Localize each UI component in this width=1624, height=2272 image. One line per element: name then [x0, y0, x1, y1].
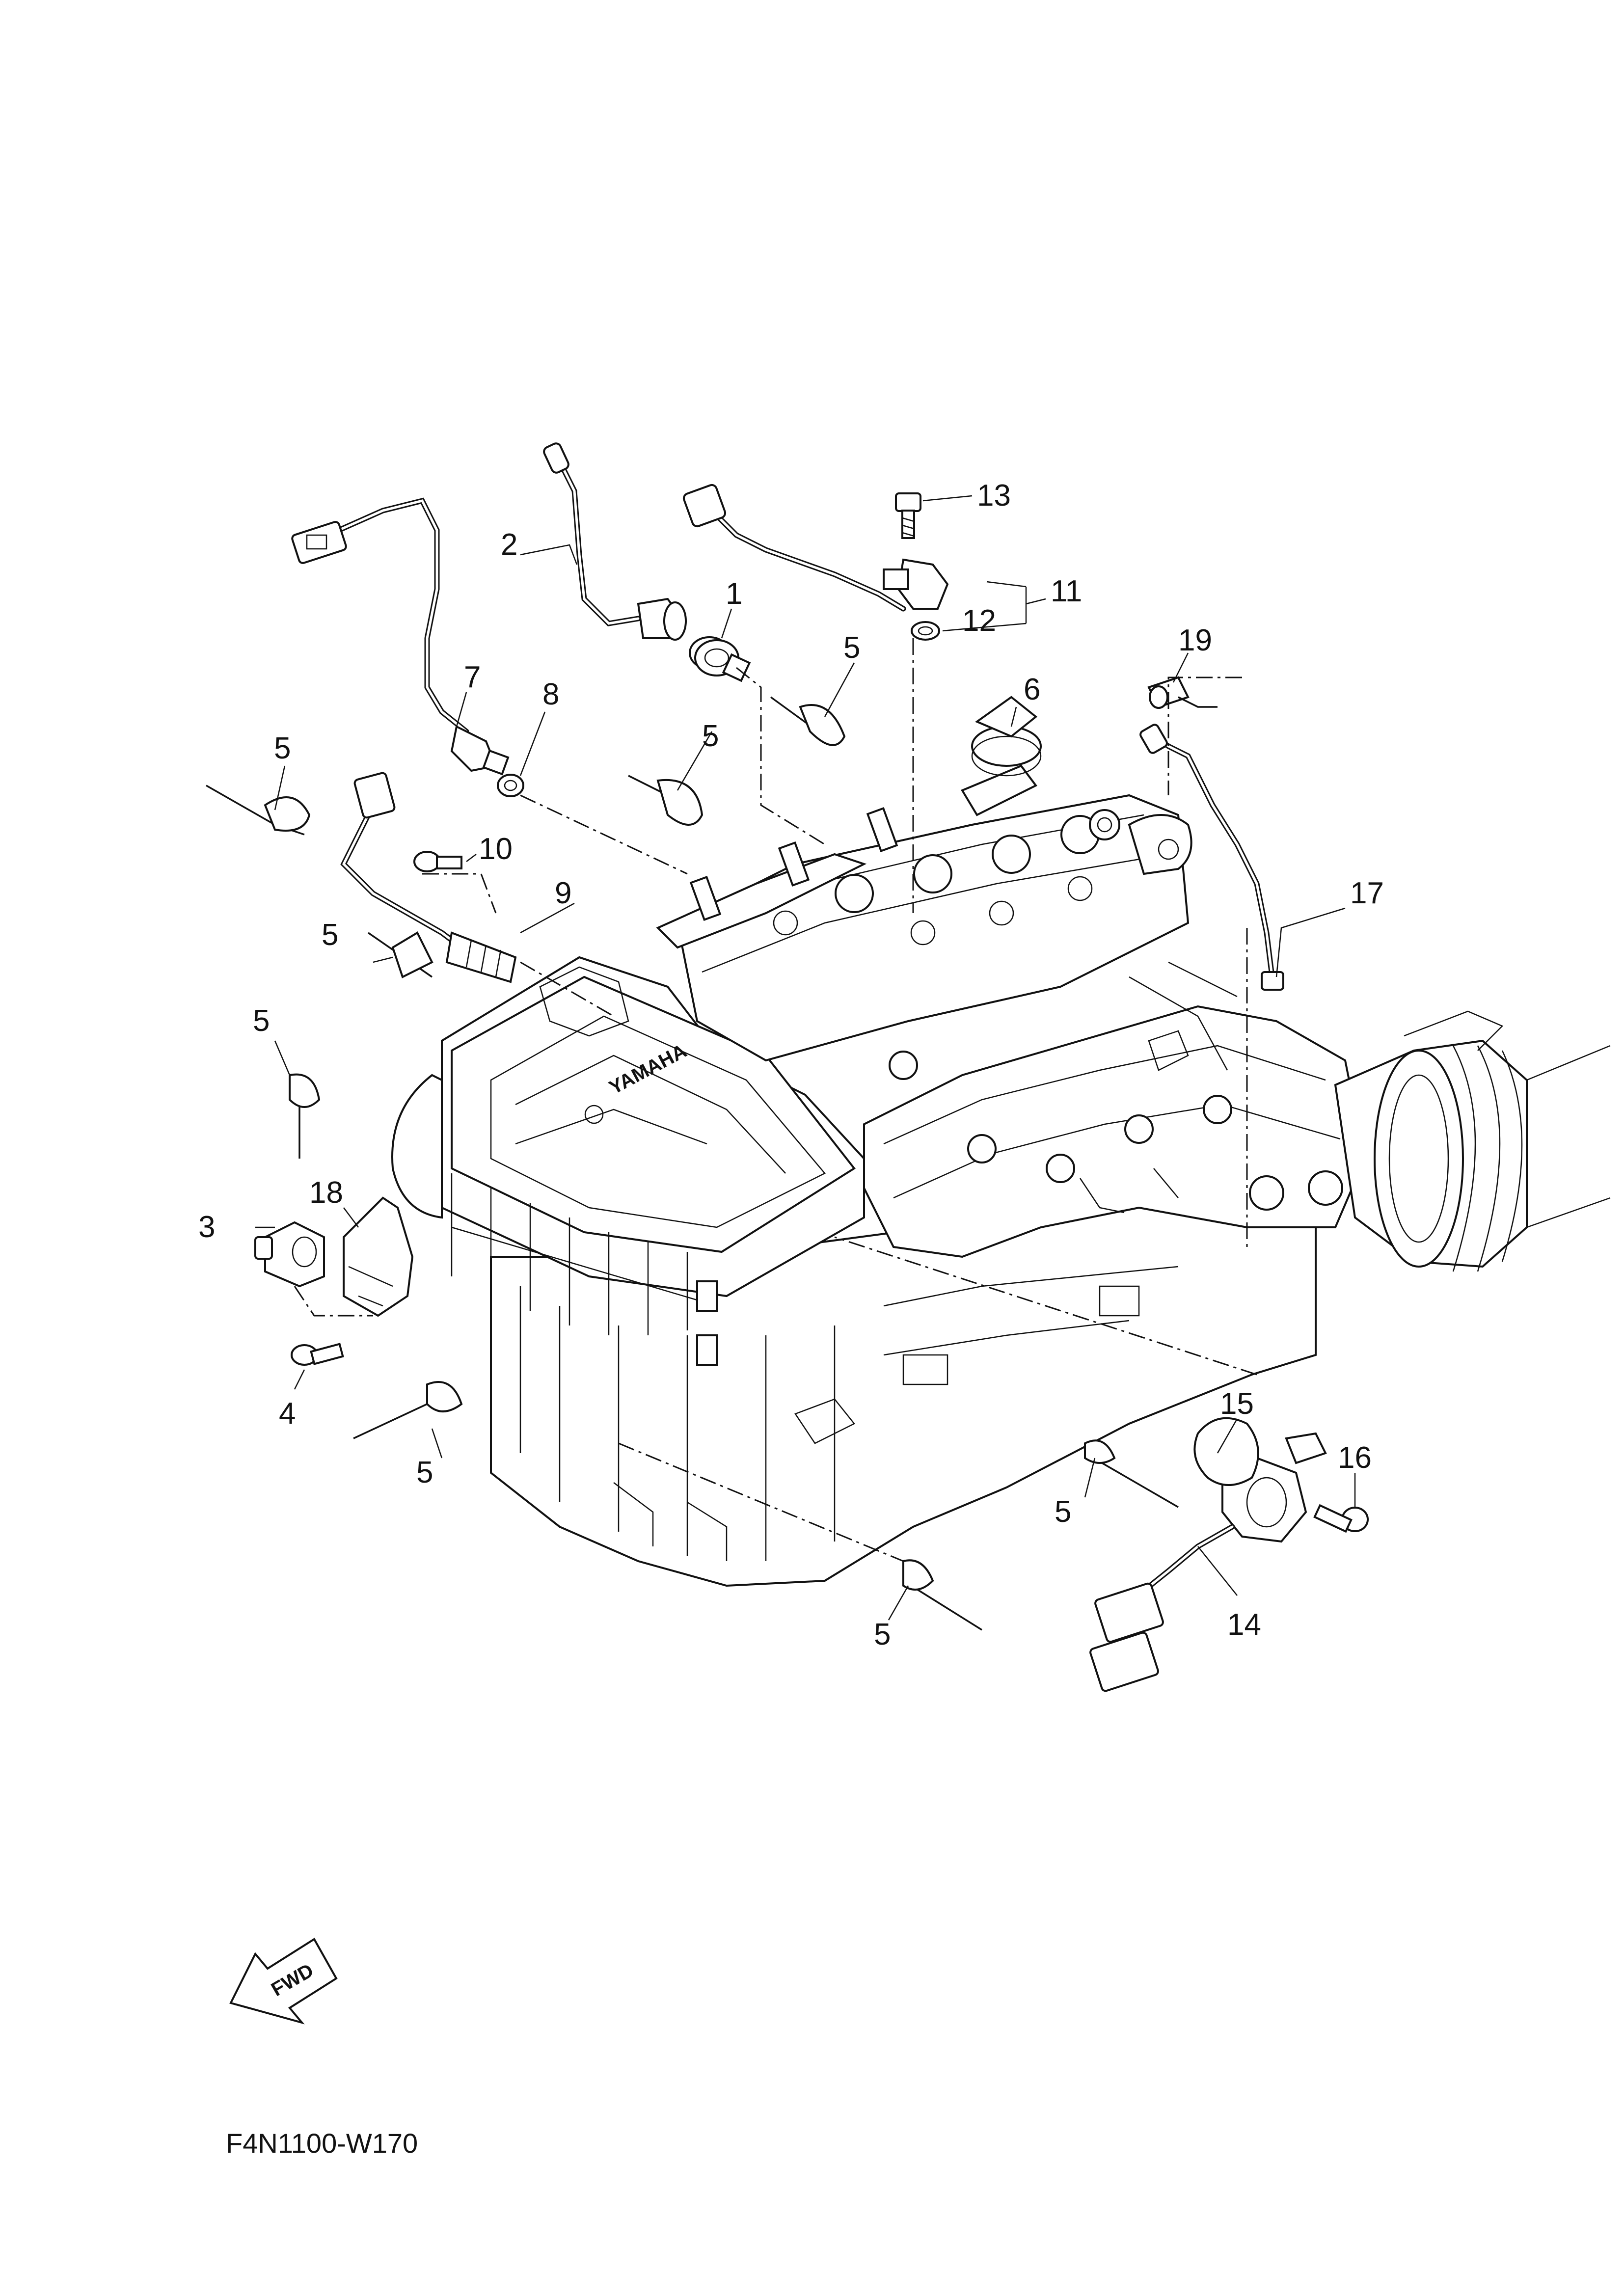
part-4-screw	[291, 1343, 344, 1366]
callout-5-a: 5	[274, 731, 291, 765]
drawing-code: F4N1100-W170	[226, 2128, 418, 2159]
callout-6: 6	[1024, 673, 1040, 706]
part-17-hose	[1139, 724, 1284, 991]
callout-7: 7	[464, 660, 481, 694]
part-19-clip	[1147, 676, 1218, 709]
callout-17: 17	[1350, 876, 1384, 910]
callout-8: 8	[542, 677, 559, 711]
callout-5-b: 5	[702, 719, 719, 753]
leader-lines	[255, 495, 1356, 1621]
callout-16: 16	[1338, 1441, 1372, 1475]
part-3-sensor	[254, 1221, 325, 1288]
part-5-cable-ties	[206, 696, 1179, 1631]
callout-19: 19	[1178, 623, 1212, 657]
callout-13: 13	[977, 479, 1011, 513]
callout-5-d: 5	[322, 918, 338, 952]
part-18-bracket	[343, 1196, 414, 1317]
callout-9: 9	[555, 876, 571, 910]
part-16-bolt	[1313, 1504, 1369, 1533]
callout-14: 14	[1227, 1608, 1261, 1642]
part-15-gasket	[1193, 1417, 1259, 1486]
part-8-washer	[497, 774, 524, 797]
part-6-band-clamp	[971, 696, 1042, 777]
part-9-sensor	[340, 772, 517, 983]
callout-5-e: 5	[253, 1004, 270, 1038]
part-11-sensor-assy	[682, 484, 949, 612]
part-10-bolt	[413, 851, 462, 872]
callout-10: 10	[479, 832, 513, 866]
callout-5-f: 5	[416, 1456, 433, 1489]
callout-18: 18	[309, 1176, 343, 1210]
part-2-sensor-lead	[543, 442, 730, 670]
part-1-sensor	[694, 639, 751, 682]
part-7-sensor-harness	[291, 497, 510, 776]
callout-2: 2	[501, 528, 517, 562]
callout-1: 1	[726, 577, 742, 611]
callout-11: 11	[1051, 574, 1082, 608]
callout-5-g: 5	[1055, 1495, 1071, 1529]
engine-assembly: YAMAHA	[391, 764, 1611, 1587]
callout-labels: 1 2 3 4 5 5 5 5 5 5 5 5 6 7 8 9 10 11 12…	[198, 479, 1384, 1651]
part-12-o-ring	[911, 621, 940, 641]
callout-12: 12	[962, 604, 996, 638]
callout-3: 3	[198, 1210, 215, 1244]
callout-5-c: 5	[843, 631, 860, 665]
callout-5-h: 5	[874, 1618, 891, 1651]
fwd-arrow-icon: FWD	[229, 1938, 338, 2025]
callout-15: 15	[1220, 1387, 1254, 1421]
callout-4: 4	[279, 1397, 296, 1431]
part-13-bolt	[895, 492, 921, 539]
